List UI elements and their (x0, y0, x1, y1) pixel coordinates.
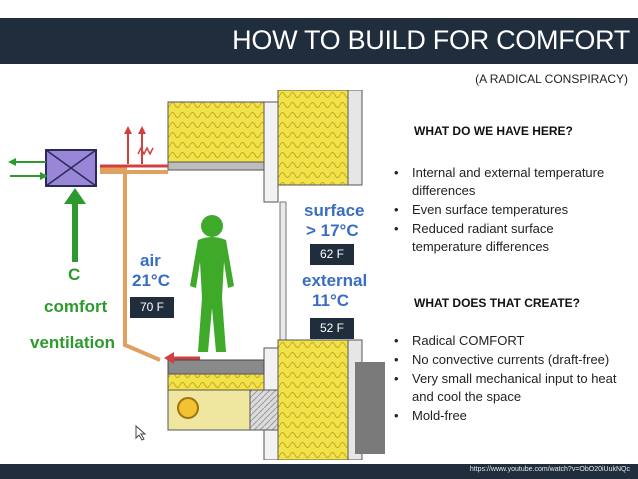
window-glass (279, 201, 287, 345)
temp-box-62: 62 F (310, 244, 354, 265)
temp-box-70: 70 F (130, 297, 174, 318)
label-air-value: 21°C (132, 271, 170, 290)
list-item: Reduced radiant surface temperature diff… (394, 220, 626, 256)
page-title: HOW TO BUILD FOR COMFORT (232, 25, 630, 55)
heater-coil (137, 146, 154, 156)
floor-hatched (249, 389, 279, 431)
comfort-arrowhead (64, 188, 86, 204)
intake-arrowhead-1 (8, 158, 16, 166)
intake-arrowhead-2 (40, 172, 48, 180)
list-item: Very small mechanical input to heat and … (394, 370, 626, 406)
top-wall-insulation (277, 90, 349, 186)
label-c: C (68, 265, 80, 284)
exhaust-arrow-1 (124, 126, 132, 134)
list-item: Radical COMFORT (394, 332, 626, 350)
label-comfort: comfort (44, 297, 108, 316)
label-surface-value: > 17°C (306, 221, 359, 240)
section-list-create: Radical COMFORT No convective currents (… (394, 332, 626, 426)
exterior-wall-strip (355, 362, 385, 454)
top-wall-outer (347, 90, 363, 186)
label-surface: surface (304, 201, 364, 220)
top-wall-inner (263, 101, 279, 203)
exhaust-arrow-2 (138, 126, 146, 134)
section-heading-create: WHAT DOES THAT CREATE? (414, 296, 580, 310)
floor-slab (167, 359, 265, 375)
supply-duct (100, 166, 161, 362)
label-external: external (302, 271, 367, 290)
cursor-icon (135, 424, 147, 441)
floor-insulation (167, 373, 265, 391)
list-item: Mold-free (394, 407, 626, 425)
footer-bar: https://www.youtube.com/watch?v=ObO20iUu… (0, 464, 638, 479)
list-item: No convective currents (draft-free) (394, 351, 626, 369)
label-external-value: 11°C (312, 291, 349, 310)
list-item: Even surface temperatures (394, 201, 626, 219)
list-item: Internal and external temperature differ… (394, 164, 626, 200)
label-ventilation: ventilation (30, 333, 115, 352)
page-subtitle: (A RADICAL CONSPIRACY) (475, 72, 628, 86)
person-silhouette (190, 215, 234, 352)
ceiling-insulation (167, 101, 279, 163)
bottom-wall-insulation (277, 339, 349, 460)
temp-box-52: 52 F (310, 318, 354, 339)
section-list-have: Internal and external temperature differ… (394, 164, 626, 257)
section-heading-have: WHAT DO WE HAVE HERE? (414, 124, 573, 138)
comfort-diagram: surface > 17°C external 11°C air 21°C C … (8, 90, 367, 460)
exhaust-stack (127, 130, 143, 164)
label-air: air (140, 251, 161, 270)
heat-exchanger-cross (45, 149, 97, 187)
title-bar: HOW TO BUILD FOR COMFORT (0, 18, 638, 64)
ceiling-slab (167, 161, 279, 171)
footer-url[interactable]: https://www.youtube.com/watch?v=ObO20iUu… (469, 466, 630, 473)
return-arrowhead (164, 352, 174, 364)
floor-fixture (177, 397, 199, 419)
